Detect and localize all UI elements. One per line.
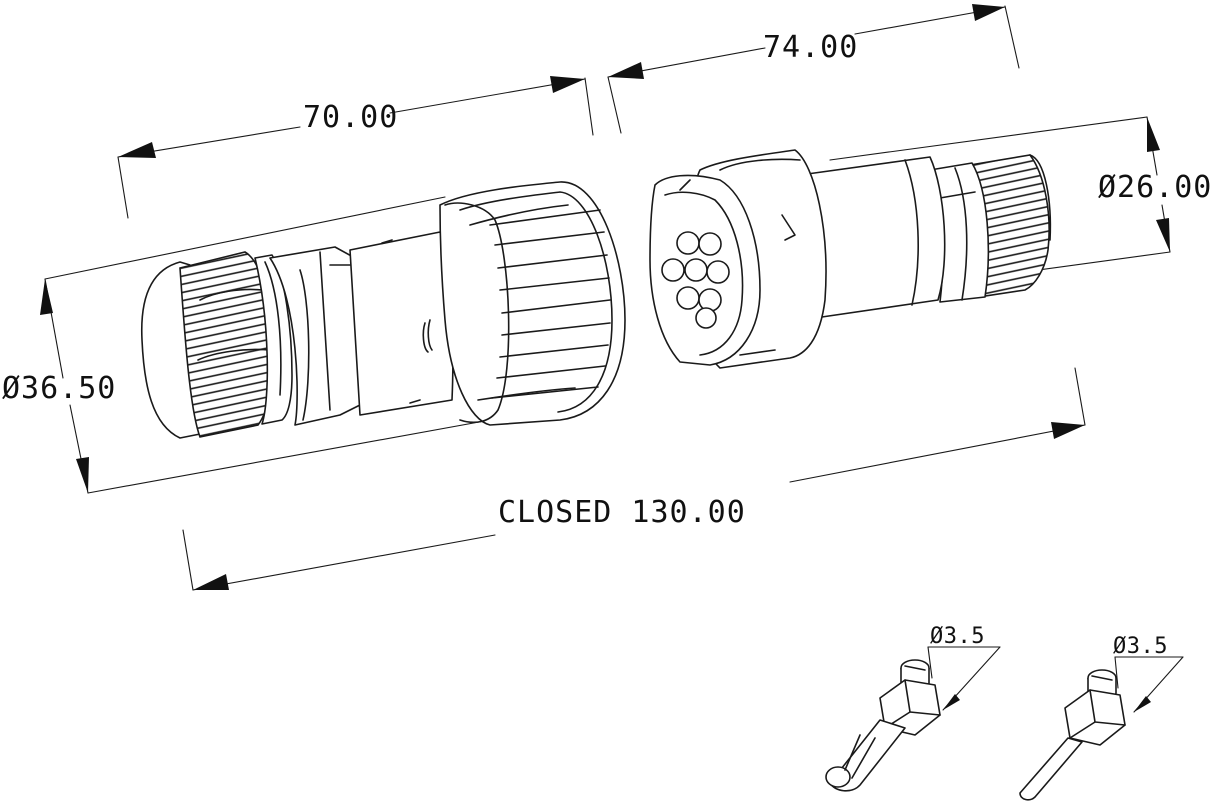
- left-connector: [140, 181, 626, 439]
- dim-label-36-50: Ø36.50: [2, 371, 116, 406]
- dim-label-closed-130: CLOSED 130.00: [498, 495, 746, 530]
- dim-label-74: 74.00: [763, 30, 858, 65]
- dim-label-pin-a: Ø3.5: [930, 624, 985, 649]
- coupling-nut-ribs: [489, 209, 611, 399]
- dimension-diameter-26: Ø26.00: [829, 116, 1212, 294]
- gland-nut-knurled: [179, 251, 274, 438]
- contact-pin-b: Ø3.5: [1019, 634, 1184, 801]
- dim-label-26: Ø26.00: [1098, 170, 1212, 205]
- right-connector: [649, 149, 1052, 369]
- dimension-closed-130: CLOSED 130.00: [182, 367, 1086, 591]
- dimension-diameter-36-50: Ø36.50: [2, 196, 491, 494]
- dim-label-pin-b: Ø3.5: [1113, 634, 1168, 659]
- dimension-70: 70.00: [117, 76, 594, 219]
- dim-label-70: 70.00: [303, 100, 398, 135]
- socket-contacts: [661, 231, 730, 329]
- contact-pin-a: Ø3.5: [825, 624, 1001, 792]
- dimension-74: 74.00: [607, 4, 1020, 134]
